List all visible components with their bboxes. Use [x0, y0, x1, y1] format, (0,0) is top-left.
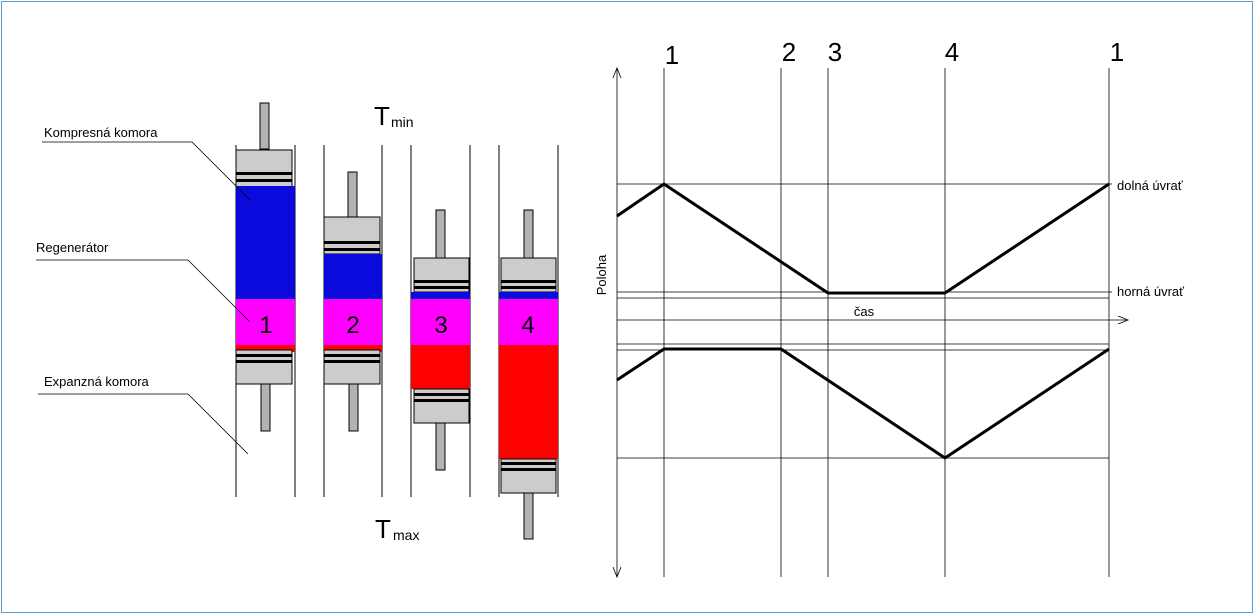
phase-label: 2 — [782, 37, 796, 67]
regenerator-block — [411, 299, 470, 345]
cylinder-2: 2 — [323, 171, 382, 432]
cylinder-3: 3 — [411, 209, 470, 471]
piston-ring — [414, 280, 469, 283]
x-axis — [617, 315, 1130, 325]
position-time-graph: 1 2 3 4 1 Poloha čas — [594, 37, 1184, 579]
upper-piston-rod — [523, 209, 534, 259]
t-max-subscript: max — [393, 527, 419, 543]
compression-space — [499, 292, 558, 299]
lower-piston-rod — [260, 383, 271, 432]
expansion-space — [499, 345, 558, 459]
callout-compression: Kompresná komora — [42, 125, 251, 201]
compression-space — [411, 292, 470, 299]
phase-label: 1 — [665, 40, 679, 70]
regenerator-block — [324, 299, 382, 345]
x-axis-label: čas — [854, 304, 875, 319]
lower-piston-rod — [523, 492, 534, 540]
t-max-label: T max — [375, 514, 419, 544]
phase-label: 3 — [828, 37, 842, 67]
piston-ring — [501, 462, 556, 465]
t-min-label: T min — [374, 101, 414, 131]
piston-ring — [236, 172, 292, 175]
cylinder-1: 1 — [235, 102, 295, 432]
leader-line — [38, 393, 249, 455]
upper-piston — [323, 216, 381, 255]
piston-ring — [236, 360, 292, 363]
compression-space — [324, 254, 382, 299]
lower-piston-rod — [435, 422, 446, 471]
t-min-symbol: T — [374, 101, 390, 131]
t-min-subscript: min — [391, 114, 414, 130]
upper-piston-rod — [347, 171, 358, 218]
cylinder-number: 2 — [346, 312, 359, 339]
lower-piston-rod — [348, 383, 359, 432]
cylinder-number: 4 — [521, 312, 534, 339]
t-max-symbol: T — [375, 514, 391, 544]
regenerator-block — [499, 299, 558, 345]
top-dead-center-label: horná úvrať — [1117, 284, 1184, 299]
piston-ring — [236, 354, 292, 357]
compression-chamber-label: Kompresná komora — [44, 125, 158, 140]
expansion-space — [324, 345, 382, 352]
y-axis-label: Poloha — [594, 254, 609, 295]
phase-label: 1 — [1110, 37, 1124, 67]
bottom-dead-center-label: dolná úvrať — [1117, 178, 1183, 193]
piston-ring — [414, 399, 469, 402]
expansion-piston-curve — [616, 347, 1110, 460]
piston-ring — [501, 280, 556, 283]
compression-piston-curve — [616, 182, 1110, 295]
y-axis — [612, 66, 622, 579]
leader-line — [42, 141, 251, 201]
piston-ring — [414, 286, 469, 289]
cylinder-4: 4 — [499, 209, 558, 540]
piston-ring — [501, 286, 556, 289]
reference-lines — [617, 183, 1112, 459]
piston-ring — [236, 179, 292, 182]
callout-expansion: Expanzná komora — [38, 374, 249, 455]
piston-ring — [414, 393, 469, 396]
expansion-space — [236, 345, 295, 352]
expansion-chamber-label: Expanzná komora — [44, 374, 150, 389]
expansion-space — [411, 345, 470, 389]
upper-piston-rod — [435, 209, 446, 259]
cylinder-panel: 1 2 — [36, 101, 559, 544]
piston-ring — [501, 468, 556, 471]
piston-ring — [324, 360, 380, 363]
piston-ring — [324, 248, 380, 251]
cylinder-number: 3 — [434, 312, 447, 339]
regenerator-block — [236, 299, 295, 345]
phase-label: 4 — [945, 37, 959, 67]
upper-piston-rod — [259, 102, 270, 150]
cylinder-number: 1 — [259, 312, 272, 339]
phase-lines — [663, 68, 1110, 577]
leader-line — [36, 259, 251, 323]
compression-space — [236, 186, 295, 299]
callout-regenerator: Regenerátor — [36, 240, 251, 323]
regenerator-label: Regenerátor — [36, 240, 109, 255]
piston-ring — [324, 241, 380, 244]
piston-ring — [324, 354, 380, 357]
